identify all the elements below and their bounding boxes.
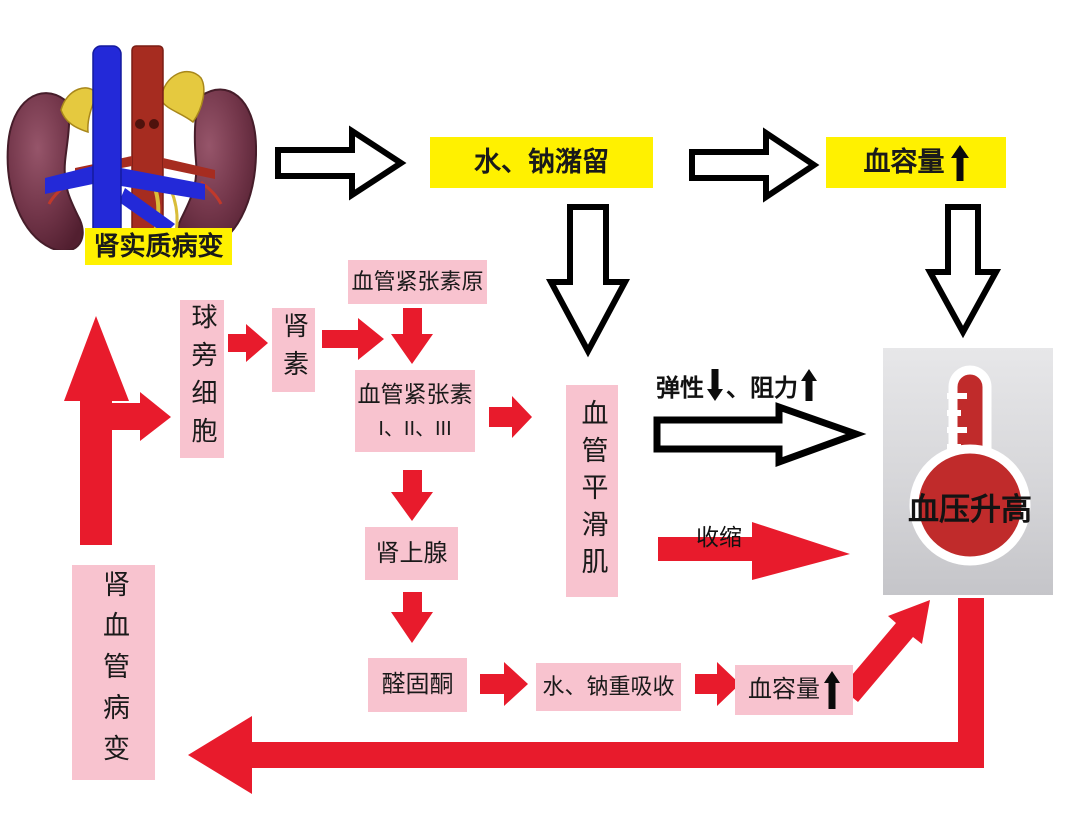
aorta-opening-icon [135,119,145,129]
thermometer-tick-icon [947,444,961,450]
node-label: 肾上腺 [375,539,448,567]
node-label: 肾素 [279,312,310,388]
up-arrow-icon [801,369,817,401]
node-label: 血管紧张素 [357,381,473,408]
node-water-sodium-reabsorption: 水、钠重吸收 [536,663,681,711]
down-arrow-icon [707,369,723,401]
right-kidney-icon [176,88,257,250]
node-renin: 肾素 [272,308,315,392]
thermometer-tick-icon [947,393,967,399]
node-blood-volume-up-bottom: 血容量 [735,665,853,715]
node-label: I、II、III [378,417,452,440]
arrow-feedback-branch-icon [112,392,171,441]
renal-vein-left-icon [45,166,93,194]
thermometer-icon: 血压升高 [908,365,1032,566]
arrow-aldosterone-right-icon [480,662,528,706]
node-blood-pressure-high: 血压升高 [908,492,1032,527]
node-label: 肾血管病变 [99,570,130,775]
node-water-sodium-retention: 水、钠潴留 [430,137,653,188]
arrow-feedback-up-icon [64,316,129,545]
node-label: 醛固酮 [381,671,454,699]
aorta-opening-icon [149,119,159,129]
arrow-feedback-loop-icon [188,598,984,794]
node-renal-vascular-disease: 肾血管病变 [72,565,155,780]
renal-vein-right-icon [121,168,205,200]
renal-artery-right-icon [163,158,215,179]
kidney-illustration [5,38,257,250]
arrow-angiotensinogen-down-icon [391,308,433,364]
arrow-to-adrenal-icon [391,470,433,521]
up-arrow-icon [824,671,840,709]
right-adrenal-icon [160,70,205,124]
annotation-label: 、阻力 [726,374,798,402]
annotation-elasticity-resistance: 弹性 、阻力 [656,366,817,404]
annotation-contraction: 收缩 [696,518,742,552]
node-blood-volume-up-top: 血容量 [826,137,1006,188]
arrow-retention-down-icon [545,204,631,358]
arrow-contraction-icon [658,522,850,580]
arrow-reabsorption-right-icon [695,662,740,706]
left-adrenal-icon [60,87,98,134]
node-label: 球旁细胞 [187,303,218,455]
vena-cava-icon [92,45,122,250]
kidney-image-icon [6,45,257,250]
arrow-renin-right-icon [322,318,384,360]
node-angiotensin: 血管紧张素 I、II、III [355,370,475,452]
node-label: 血容量 [748,676,820,704]
arrow-cells-to-renin-icon [228,324,268,362]
left-kidney-icon [6,92,84,250]
thermometer-bulb-icon [909,444,1031,566]
node-label: 血容量 [863,146,945,177]
up-arrow-icon [950,144,969,181]
thermometer-panel: 血压升高 [883,348,1053,595]
node-label: 血管紧张素原 [351,269,484,295]
thermometer-tick-icon [947,427,967,433]
node-label: 水、钠潴留 [474,146,609,177]
node-juxtaglomerular-cells: 球旁细胞 [180,300,224,458]
annotation-label: 收缩 [696,524,742,550]
arrow-kidney-to-retention-icon [275,125,407,201]
node-renal-parenchymal-disease: 肾实质病变 [85,228,232,265]
node-angiotensinogen: 血管紧张素原 [348,260,487,304]
arrow-volume-to-thermometer-icon [841,600,930,702]
node-vascular-smooth-muscle: 血管平滑肌 [566,385,618,597]
arrow-to-aldosterone-icon [391,592,433,643]
node-label: 血管平滑肌 [577,398,608,584]
node-adrenal-gland: 肾上腺 [365,527,458,580]
arrow-elasticity-resistance-icon [653,402,867,467]
annotation-label: 弹性 [656,374,704,402]
arrow-retention-to-volume-icon [689,127,820,203]
arrow-angiotensin-to-muscle-icon [489,396,532,438]
node-label: 肾实质病变 [93,230,224,261]
arrow-volume-down-icon [924,204,1002,339]
thermometer-tick-icon [947,410,961,416]
node-aldosterone: 醛固酮 [368,658,467,712]
node-label: 水、钠重吸收 [542,674,675,700]
renal-vein-branch-icon [119,188,175,234]
